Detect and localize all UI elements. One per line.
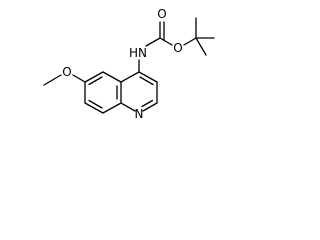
ring-nitrogen-label: N: [135, 107, 144, 121]
methoxy-group: [43, 74, 86, 86]
double-bond-c4-c3-inner: [139, 76, 154, 86]
pyridine-ring: [120, 71, 158, 112]
bond-n1-c8a: [120, 102, 136, 112]
double-bond-c2-n1-inner: [141, 99, 154, 108]
bond-c4a-c4: [120, 71, 140, 83]
atom-labels: HN O O O N: [62, 7, 182, 121]
bond-c4a-c5: [102, 71, 122, 83]
bond-c6-o: [72, 74, 86, 83]
bond-c5-c6: [84, 71, 104, 83]
double-bond-c5-c6-inner: [88, 76, 103, 86]
ester-oxygen-label: O: [173, 41, 182, 55]
bond-c8-c8a: [102, 102, 122, 114]
carbonyl-oxygen-label: O: [157, 7, 166, 21]
bond-carbonyl-c-ester-o: [159, 37, 173, 46]
bond-cquat-methyl-down: [195, 37, 207, 56]
bond-n-carbonyl-c: [145, 37, 161, 47]
amine-nh-label: HN: [129, 46, 147, 60]
bond-c2-n1: [142, 102, 158, 112]
bond-o-ch3: [43, 74, 62, 86]
benzo-ring: [84, 71, 122, 114]
bond-ester-o-cquat: [183, 37, 197, 46]
boc-carbamate-group: [138, 17, 215, 73]
methoxy-oxygen-label: O: [62, 65, 71, 79]
bond-c7-c8: [84, 102, 104, 114]
double-bond-c7-c8-inner: [88, 99, 103, 109]
chemical-structure: HN O O O N: [43, 7, 215, 121]
bond-c4-c3: [138, 71, 158, 83]
